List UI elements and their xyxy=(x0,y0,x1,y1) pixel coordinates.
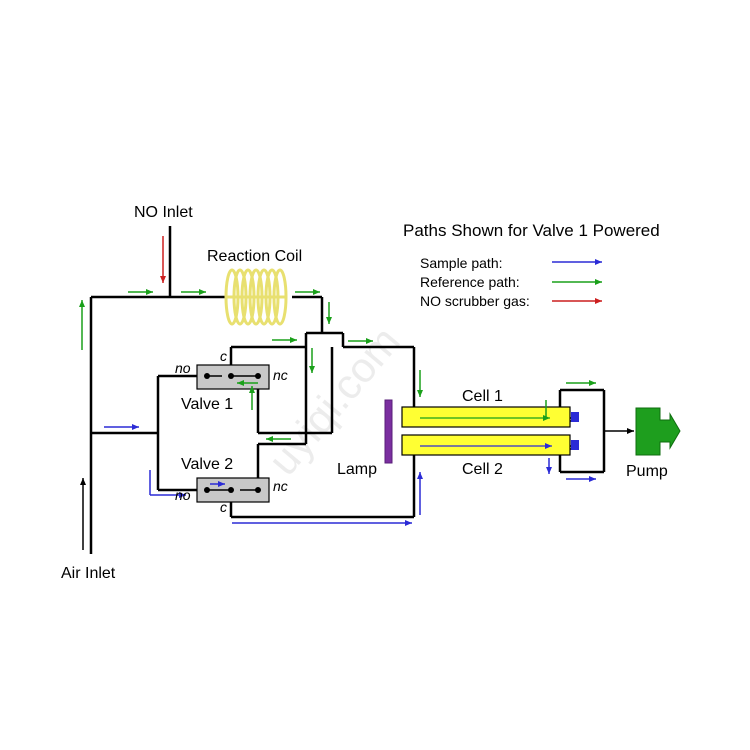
legend-sample-label: Sample path: xyxy=(420,255,503,271)
valve-1-port-nc: nc xyxy=(273,367,288,383)
lamp xyxy=(384,399,393,464)
valve-2-port-nc: nc xyxy=(273,478,288,494)
legend-reference-label: Reference path: xyxy=(420,274,520,290)
lamp-label: Lamp xyxy=(337,461,377,478)
valve-2-label: Valve 2 xyxy=(181,456,233,473)
cell-1 xyxy=(401,406,571,428)
flow-arrows xyxy=(79,236,602,550)
valve-2-port-c: c xyxy=(220,499,227,515)
valve-1-port-no: no xyxy=(175,360,191,376)
valve-1-label: Valve 1 xyxy=(181,396,233,413)
valve-2-ports xyxy=(204,487,261,493)
legend-scrubber-label: NO scrubber gas: xyxy=(420,293,530,309)
pump xyxy=(635,407,681,456)
diagram-title: Paths Shown for Valve 1 Powered xyxy=(403,221,660,240)
cell-2 xyxy=(401,434,571,456)
reaction-coil xyxy=(224,268,288,326)
cell-2-label: Cell 2 xyxy=(462,461,503,478)
air-inlet-label: Air Inlet xyxy=(61,565,116,582)
cell-1-label: Cell 1 xyxy=(462,388,503,405)
valve-2-port-no: no xyxy=(175,487,191,503)
detector-2 xyxy=(571,440,579,450)
no-inlet-label: NO Inlet xyxy=(134,204,193,221)
valve-1-port-c: c xyxy=(220,348,227,364)
valve-1-ports xyxy=(204,373,261,379)
detector-1 xyxy=(571,412,579,422)
pump-label: Pump xyxy=(626,463,668,480)
reaction-coil-label: Reaction Coil xyxy=(207,248,302,265)
